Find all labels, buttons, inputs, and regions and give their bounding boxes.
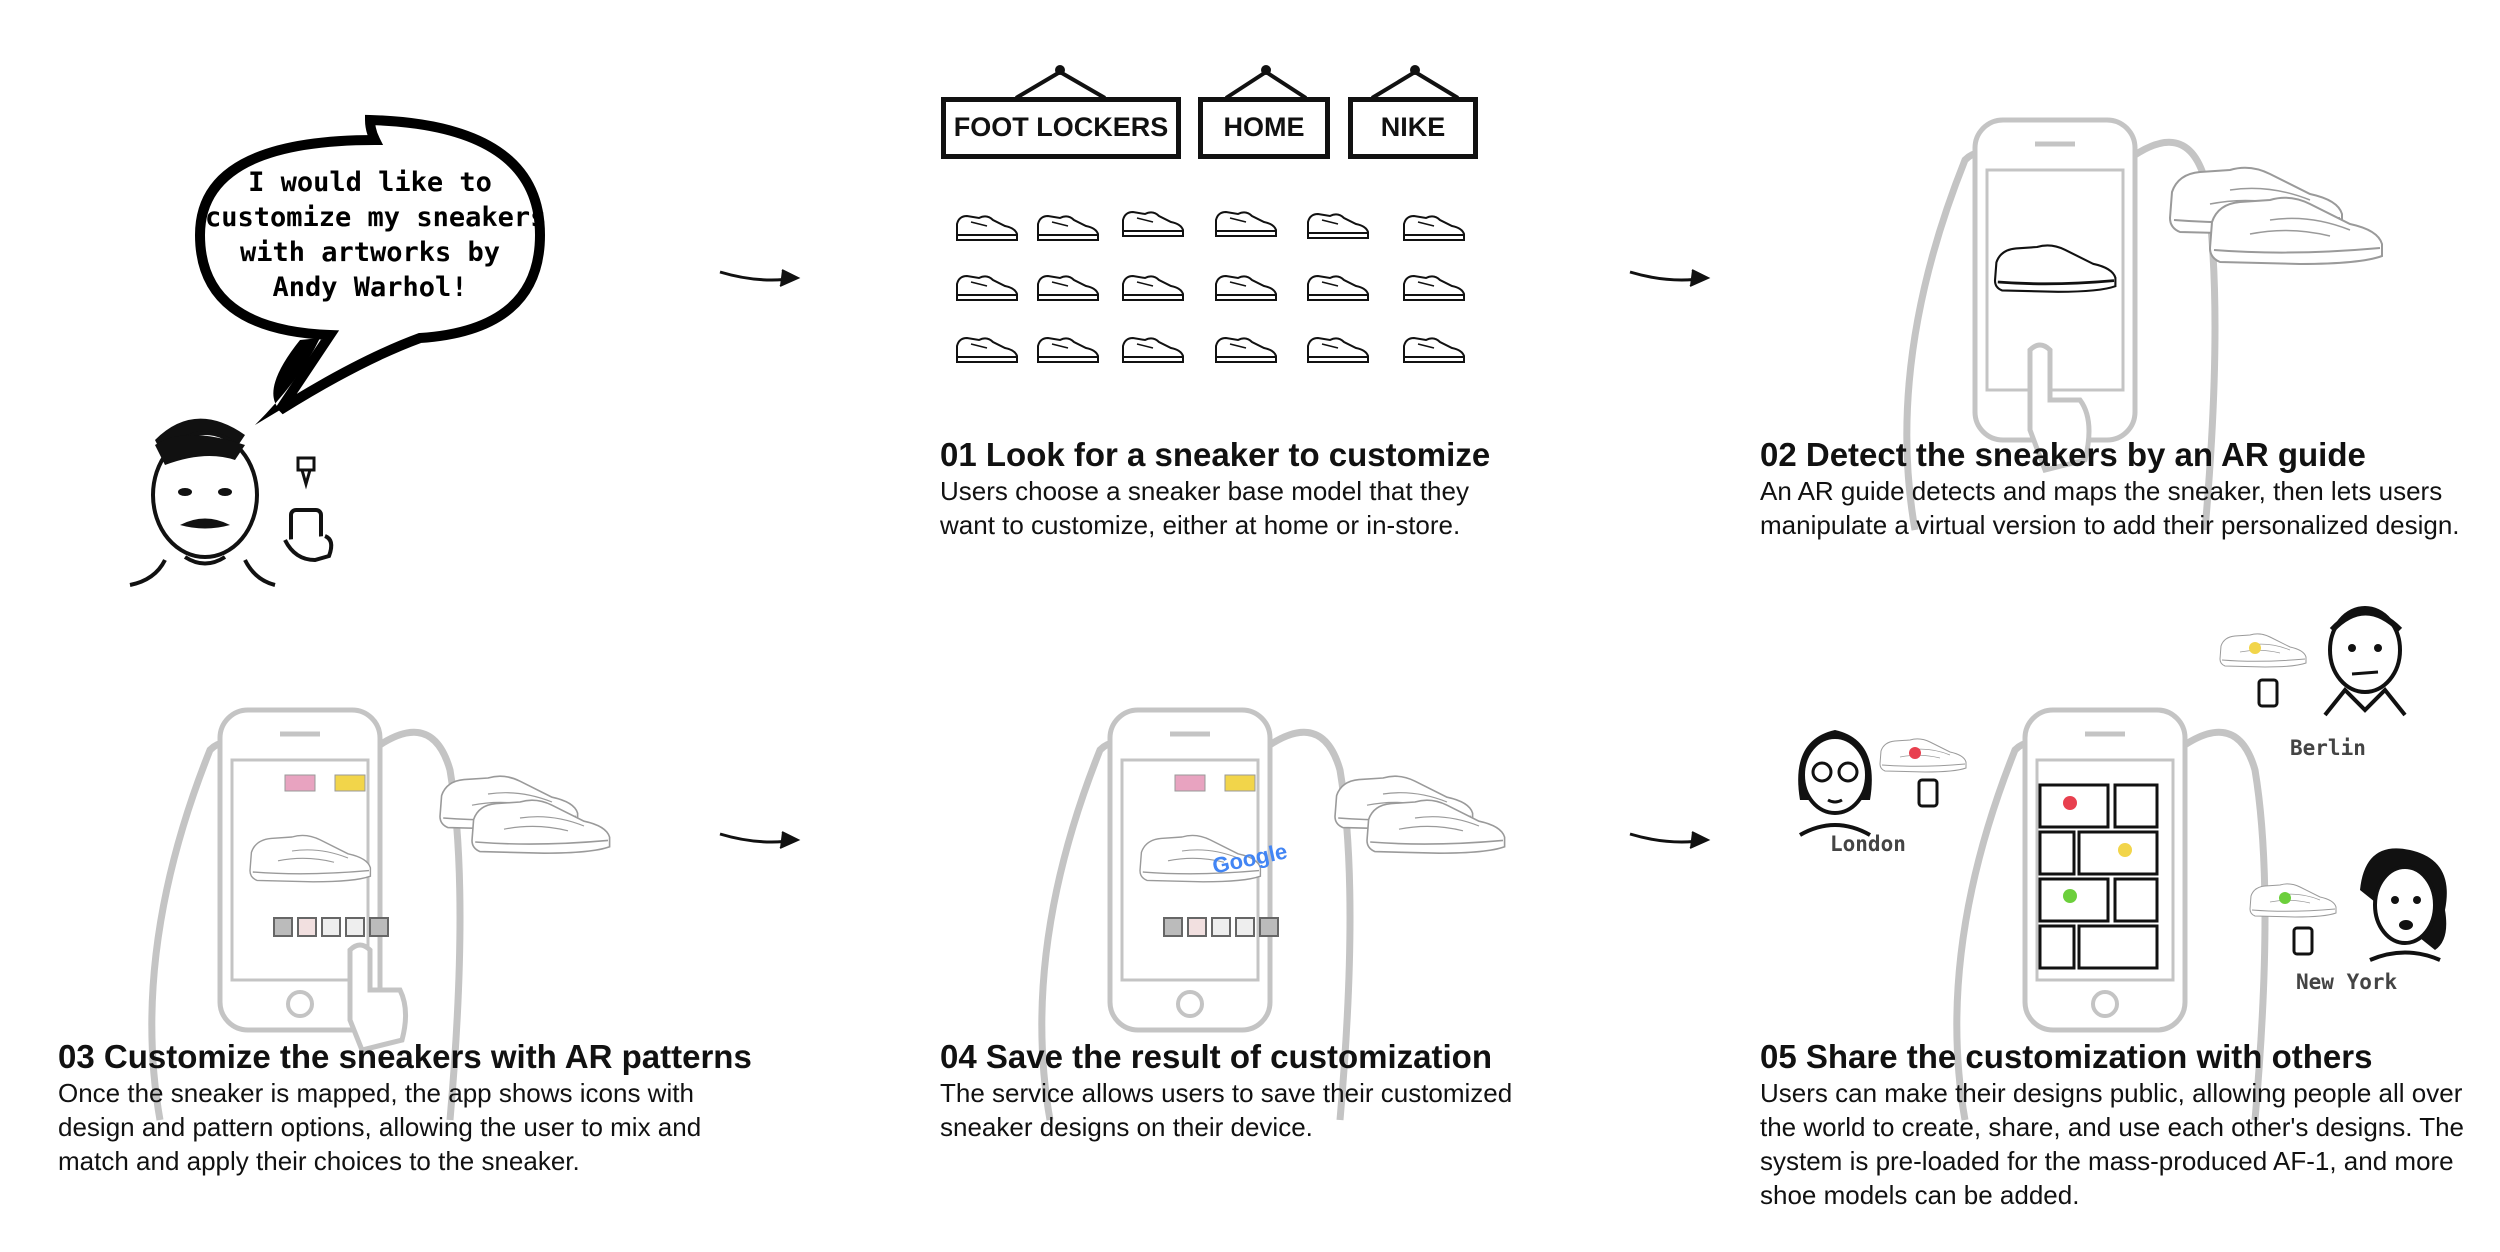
store-sign-home: HOME bbox=[1198, 97, 1330, 159]
store-sign-foot-lockers: FOOT LOCKERS bbox=[941, 97, 1181, 159]
sneaker-grid bbox=[956, 211, 1465, 363]
desc-line: design and pattern options, allowing the… bbox=[58, 1112, 702, 1142]
desc-line: match and apply their choices to the sne… bbox=[58, 1146, 580, 1176]
arrow-3 bbox=[718, 830, 800, 850]
lightbulb-icon bbox=[296, 456, 316, 490]
newyork-person bbox=[2360, 848, 2447, 962]
city-label-london: London bbox=[1830, 832, 1906, 856]
speech-line: with artworks by bbox=[239, 237, 501, 268]
phone-save-illustration bbox=[1042, 710, 1350, 1120]
desc-line: The service allows users to save their c… bbox=[940, 1078, 1513, 1108]
step-04-title: 04 Save the result of customization bbox=[940, 1038, 1492, 1075]
desc-line: Users choose a sneaker base model that t… bbox=[940, 476, 1469, 506]
step-02-description: An AR guide detects and maps the sneaker… bbox=[1760, 474, 2460, 542]
speech-line: I would like to bbox=[248, 167, 492, 198]
city-label-new-york: New York bbox=[2296, 970, 2398, 994]
london-person bbox=[1798, 730, 1872, 837]
desc-line: manipulate a virtual version to add thei… bbox=[1760, 510, 2460, 540]
speech-text: I would like to customize my sneakers wi… bbox=[205, 165, 547, 305]
sneaker-pair-sketch-2 bbox=[439, 775, 611, 855]
desc-line: shoe models can be added. bbox=[1760, 1180, 2080, 1210]
arrow-4 bbox=[1628, 830, 1710, 850]
desc-line: the world to create, share, and use each… bbox=[1760, 1112, 2465, 1142]
step-05-description: Users can make their designs public, all… bbox=[1760, 1076, 2464, 1212]
step-01-title: 01 Look for a sneaker to customize bbox=[940, 436, 1491, 473]
sneaker-pair-sketch bbox=[2169, 166, 2383, 265]
desc-line: Users can make their designs public, all… bbox=[1760, 1078, 2463, 1108]
phone-share-illustration bbox=[1957, 710, 2265, 1120]
step-03-description: Once the sneaker is mapped, the app show… bbox=[58, 1076, 701, 1178]
step-04-description: The service allows users to save their c… bbox=[940, 1076, 1512, 1144]
desc-line: An AR guide detects and maps the sneaker… bbox=[1760, 476, 2443, 506]
man-character bbox=[129, 418, 276, 587]
step-05-title: 05 Share the customization with others bbox=[1760, 1038, 2373, 1075]
sneaker-pair-sketch-3 bbox=[1334, 775, 1506, 855]
step-03-title: 03 Customize the sneakers with AR patter… bbox=[58, 1038, 752, 1075]
arrow-1 bbox=[718, 268, 800, 288]
city-label-berlin: Berlin bbox=[2290, 736, 2366, 760]
phone-customize-illustration bbox=[152, 710, 460, 1120]
speech-bubble bbox=[194, 114, 546, 415]
arrow-2 bbox=[1628, 268, 1710, 288]
desc-line: system is pre-loaded for the mass-produc… bbox=[1760, 1146, 2454, 1176]
desc-line: want to customize, either at home or in-… bbox=[940, 510, 1461, 540]
step-01-description: Users choose a sneaker base model that t… bbox=[940, 474, 1469, 542]
speech-line: Andy Warhol! bbox=[272, 272, 468, 303]
phone-hand-icon bbox=[283, 508, 334, 563]
store-sign-nike: NIKE bbox=[1348, 97, 1478, 159]
step-02-title: 02 Detect the sneakers by an AR guide bbox=[1760, 436, 2366, 473]
desc-line: Once the sneaker is mapped, the app show… bbox=[58, 1078, 694, 1108]
speech-line: customize my sneakers bbox=[205, 202, 547, 233]
berlin-person bbox=[2323, 606, 2407, 717]
phone-detect-illustration bbox=[1907, 120, 2215, 530]
desc-line: sneaker designs on their device. bbox=[940, 1112, 1313, 1142]
